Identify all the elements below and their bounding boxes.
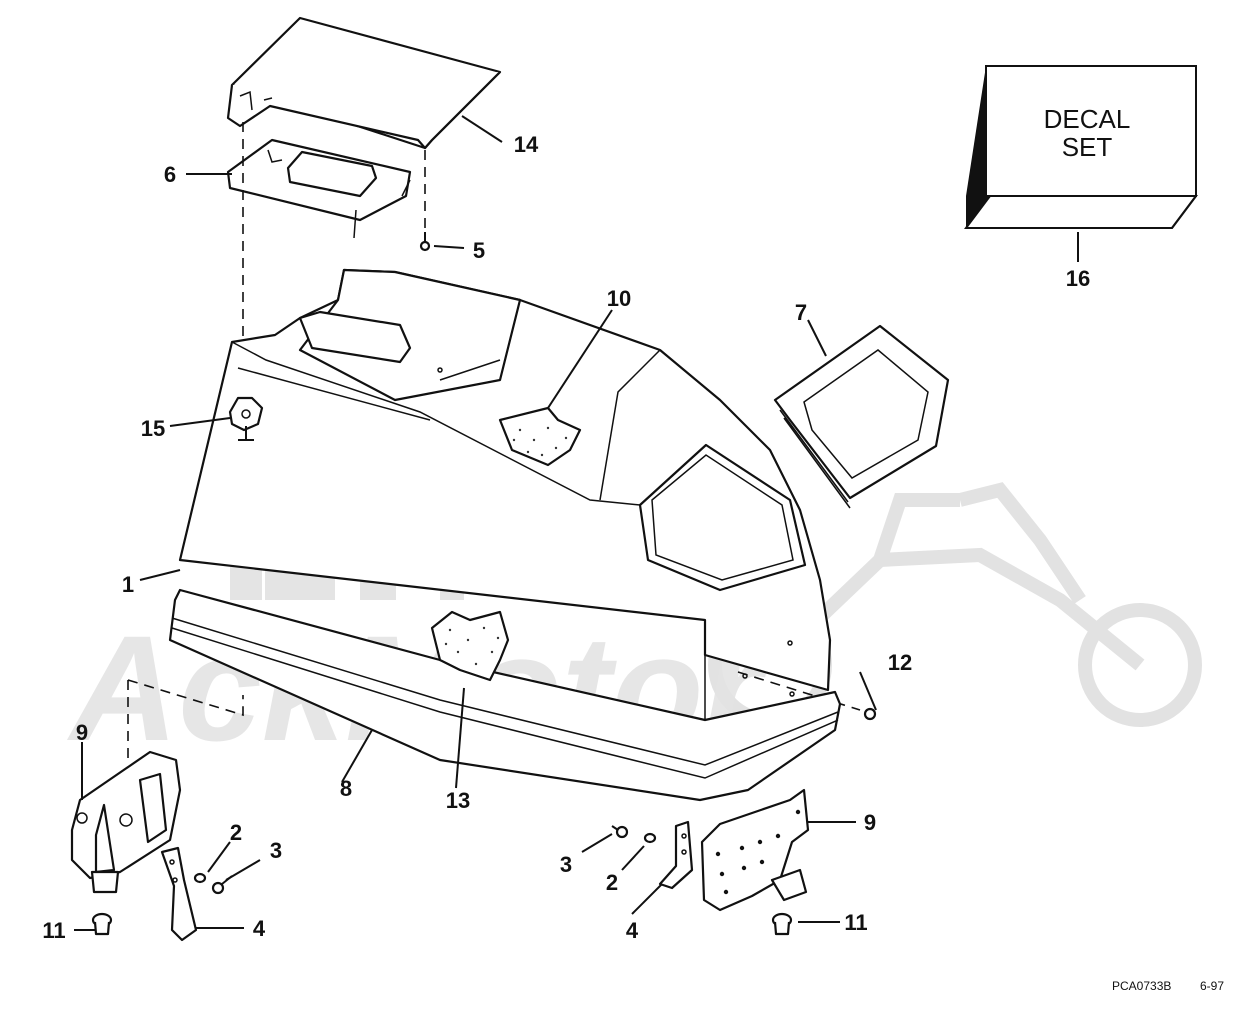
window-frame-7: [773, 324, 950, 509]
grommet-11-left: [91, 912, 113, 936]
washer-2-right: [643, 832, 657, 844]
callout-16: 16: [1066, 266, 1090, 291]
mount-plate-right: [700, 788, 810, 912]
leader-lines: [74, 115, 1079, 931]
figure-code: PCA0733B 6-97: [1112, 979, 1224, 993]
callout-2-right: 2: [606, 870, 618, 895]
decal-label-line1: DECAL: [1044, 104, 1131, 134]
callout-6: 6: [164, 162, 176, 187]
callout-11-right: 11: [844, 910, 867, 935]
callout-2-left: 2: [230, 820, 242, 845]
angle-bracket-right: [658, 820, 694, 890]
decal-label-line2: SET: [1062, 132, 1113, 162]
callout-labels: 6 14 5 16 10 7 15 1 12 9 8 13 9 2 3 3 2 …: [42, 132, 1090, 943]
callout-5: 5: [473, 238, 485, 263]
callout-4-left: 4: [253, 916, 266, 941]
callout-15: 15: [141, 416, 165, 441]
callout-14: 14: [514, 132, 539, 157]
callout-9-left: 9: [76, 720, 88, 745]
angle-bracket-left: [160, 846, 198, 942]
decal-set-box: DECAL SET: [964, 65, 1198, 229]
callout-3-left: 3: [270, 838, 282, 863]
callout-1: 1: [122, 572, 134, 597]
callout-12: 12: [888, 650, 912, 675]
engine-cowling: [178, 268, 832, 760]
figure-code-id: PCA0733B: [1112, 979, 1171, 993]
callout-4-right: 4: [626, 918, 639, 943]
callout-3-right: 3: [560, 852, 572, 877]
lower-seal-band: [168, 588, 842, 802]
grommet-11-right: [771, 912, 793, 936]
mount-bracket-left: [70, 750, 182, 894]
callout-10: 10: [607, 286, 631, 311]
bolt-3-right: [611, 825, 629, 839]
latch-knob-15: [228, 396, 264, 441]
screw-5: [419, 232, 431, 252]
top-hood-cover: [226, 16, 502, 150]
callout-8: 8: [340, 776, 352, 801]
callout-11-left: 11: [42, 918, 65, 943]
washer-2-left: [193, 872, 207, 884]
figure-code-date: 6-97: [1200, 979, 1224, 993]
callout-9-right: 9: [864, 810, 876, 835]
foam-pad-10: [498, 406, 582, 467]
callout-13: 13: [446, 788, 470, 813]
foam-pad-13: [430, 610, 510, 682]
callout-7: 7: [795, 300, 807, 325]
cover-seal-ring: [226, 138, 412, 239]
plug-12: [863, 707, 877, 721]
